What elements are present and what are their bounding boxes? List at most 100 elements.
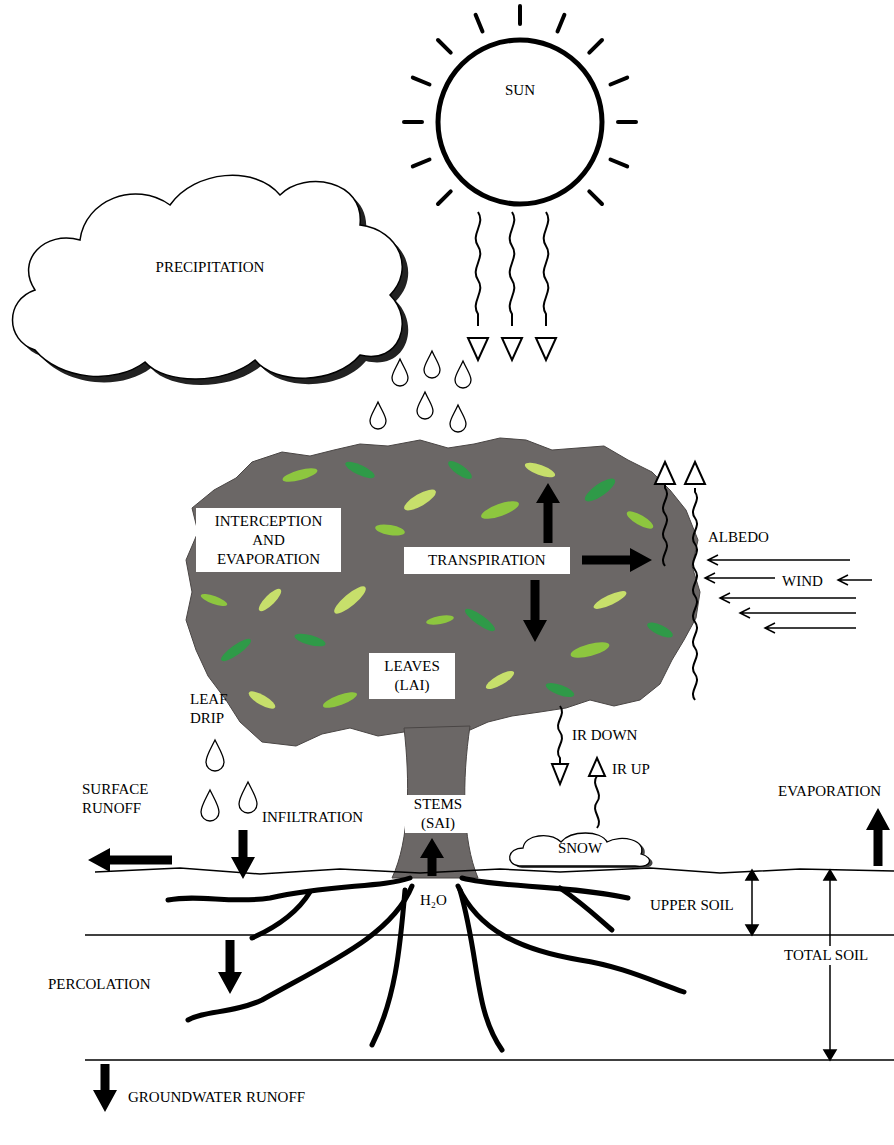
sun-rays-part [611,78,628,85]
rain-drops [370,351,471,432]
wind-arrows-part [740,608,856,618]
infrared-waves-part [595,774,599,828]
leaf-patches-part [401,486,438,514]
solar-radiation-part [536,338,556,360]
node-text: PRECIPITATION [156,258,265,277]
leaf-patches-part [281,466,318,485]
text-box: TRANSPIRATION [404,547,570,574]
wind-arrows-part [708,555,850,565]
sun-rays-part [611,160,628,167]
node-text: INTERCEPTION AND EVAPORATION [206,512,331,568]
infrared-waves-part [558,706,562,764]
flow-arrows-part [866,808,890,866]
leaf-patches-part [374,522,405,537]
leaf-patches-part [569,639,611,661]
infrared-waves-part [552,764,568,784]
sun-rays-part [589,40,602,53]
flow-arrows-part [88,848,172,872]
albedo-waves-part [663,482,667,566]
text-label: IR DOWN [572,726,637,745]
text-label: SURFACE RUNOFF [82,780,162,818]
text-label: GROUNDWATER RUNOFF [128,1088,305,1107]
leaf-patches-part [582,475,618,505]
leaf-patches-part [247,688,278,712]
tree-roots-part [460,890,502,1050]
tree-trunk-part [392,726,478,878]
albedo-waves-part [655,462,675,484]
sun-rays-part [404,120,422,124]
sun-rays-part [438,40,451,53]
tree-roots-part [168,878,410,900]
leaf-patches-part [446,458,475,482]
leaf-patches-part [645,620,675,641]
wind-arrows-part [838,575,872,585]
tree-roots-part [462,878,628,898]
text-label: TOTAL SOIL [782,946,870,965]
leaf-drip-drops-part [206,740,224,771]
sun-rays-part [476,15,483,32]
solar-radiation-part [502,338,522,360]
wind-arrows-part [765,623,856,633]
soil-lines-part [85,934,894,936]
soil-depth-arrows [746,870,836,1060]
solar-radiation-part [544,212,549,326]
albedo-waves-part [685,462,705,484]
cloud-node: PRECIPITATION [5,150,415,385]
node-text: TRANSPIRATION [428,551,546,570]
cloud-body [13,175,403,379]
tree-canopy [186,438,700,746]
leaf-patches-part [523,460,556,480]
solar-radiation-part [510,212,515,326]
leaf-patches-part [293,631,326,649]
leaf-patches [199,458,674,712]
leaf-patches-part [479,498,521,523]
flow-arrows-part [218,940,242,994]
infrared-waves-part [589,758,605,776]
soil-depth-arrows-part [746,870,758,880]
leaf-drip-drops-part [201,790,219,821]
sun-rays-part [518,6,522,24]
flow-arrows-part [582,548,652,572]
flow-arrows-part [536,483,560,543]
albedo-waves-part [693,488,697,700]
tree-roots-part [188,886,412,1020]
flow-arrows [88,483,890,1112]
flow-arrows-part [523,580,547,642]
sun-rays-part [589,191,602,204]
sun-node: SUN [435,37,605,207]
rain-drops-part [417,392,433,419]
solar-radiation-part [468,338,488,360]
rain-drops-part [450,405,466,432]
tree-trunk [392,726,478,878]
text-label: ALBEDO [708,528,769,547]
soil-lines-part [95,868,894,874]
tree-roots-part [372,890,405,1045]
leaf-patches-part [484,668,517,693]
node-text: SNOW [558,839,602,858]
flow-arrows-part [231,830,255,879]
leaf-drip-drops-part [239,782,257,813]
soil-depth-arrows-part [751,878,753,927]
snow-body [510,833,650,866]
leaf-patches-part [426,614,455,627]
sun-outline [435,37,605,207]
soil-depth-arrows-part [829,878,831,1052]
flow-arrows-part [420,838,444,876]
text-label: INFILTRATION [262,808,363,827]
text-box: LEAVES (LAI) [369,653,455,699]
leaf-patches-part [462,606,497,635]
soil-lines-part [85,1059,894,1061]
node-text: SUN [505,81,535,100]
tree-roots [168,878,684,1050]
text-label: UPPER SOIL [650,896,734,915]
tree-roots-part [560,888,612,930]
tree-canopy-part [186,438,700,746]
sun-rays-part [413,160,430,167]
soil-depth-arrows-part [824,870,836,880]
snow-node: SNOW [505,828,655,868]
wind-arrows-part [705,573,775,583]
node-text: LEAVES (LAI) [379,657,445,695]
rain-drops-part [424,351,440,378]
rain-drops-part [455,361,471,388]
